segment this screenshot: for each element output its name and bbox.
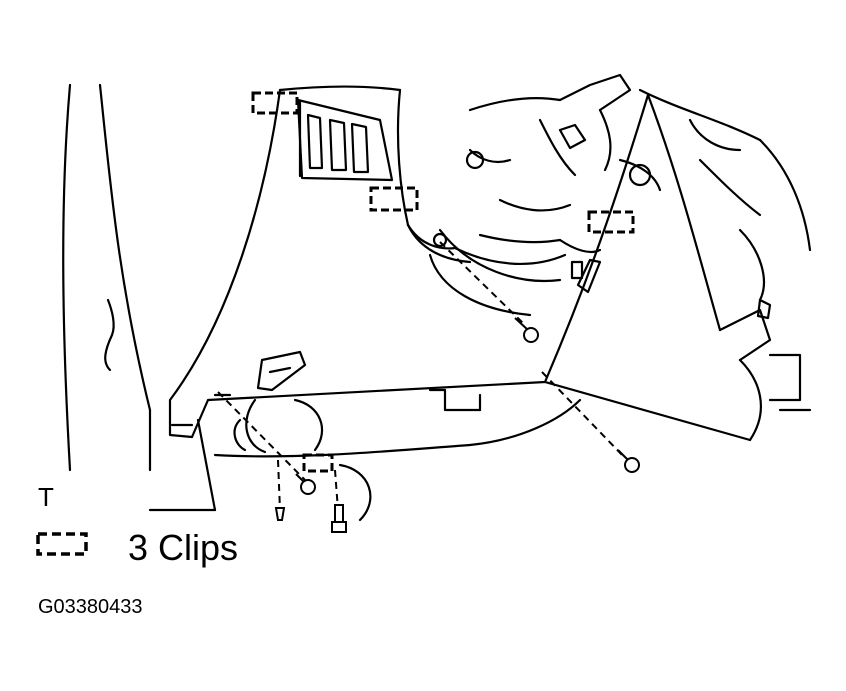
- clip-box-top-left: [251, 91, 299, 115]
- clip-box-vent: [369, 186, 419, 212]
- clip-box-right: [587, 210, 635, 234]
- lower-dash-area: [213, 350, 582, 522]
- clip-legend-text: 3 Clips: [128, 527, 239, 568]
- a-pillar-frame: [62, 83, 217, 512]
- screw-lower-left: [295, 473, 316, 495]
- wire-harness: [406, 223, 567, 265]
- steering-column-assembly: [428, 73, 812, 442]
- figure-code: G03380433: [38, 596, 143, 618]
- screw-guide-lines: [217, 241, 626, 511]
- vent-bezel: [296, 98, 394, 182]
- screws: [274, 317, 640, 533]
- clip-fastener-bolt: [331, 504, 347, 533]
- clip-fastener-small: [274, 507, 286, 521]
- screw-upper: [514, 317, 539, 343]
- clip-legend-symbol: [36, 532, 88, 556]
- clip-box-lower: [302, 453, 334, 473]
- clip-markers: [251, 91, 635, 473]
- screw-right: [617, 449, 640, 473]
- orientation-mark: T: [38, 482, 54, 512]
